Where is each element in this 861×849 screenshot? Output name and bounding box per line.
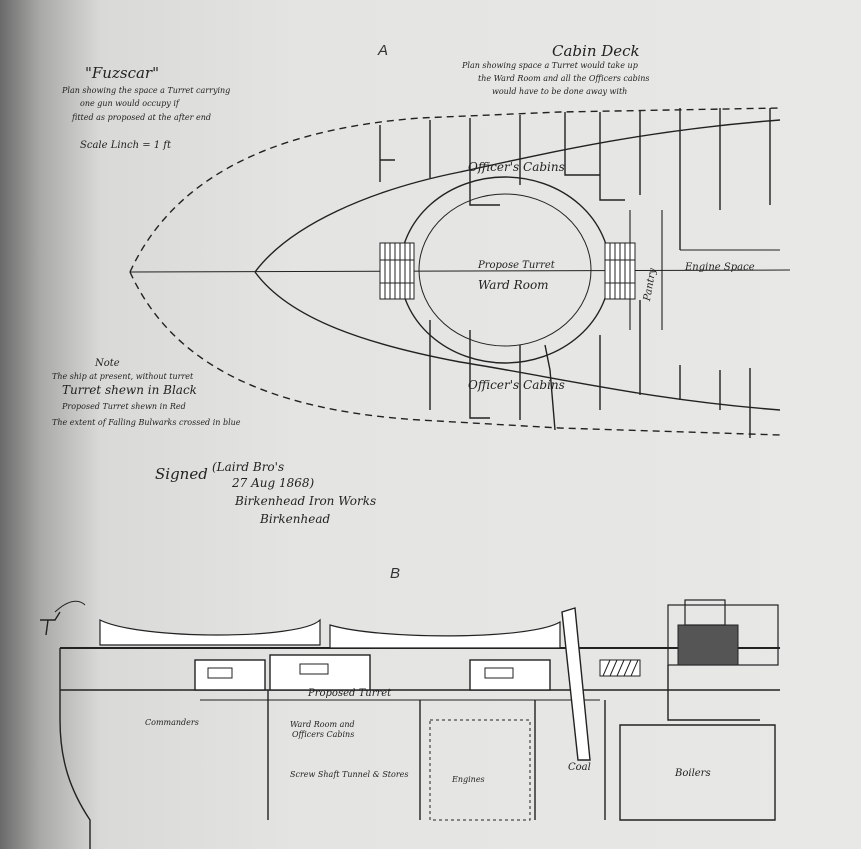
signed-date: 27 Aug 1868) — [232, 476, 315, 490]
cabin-partitions-top — [379, 108, 771, 250]
inner-hull-top — [254, 119, 781, 273]
turret-circle-inner — [418, 193, 592, 347]
gun-hatch-left — [379, 242, 415, 300]
note-line-3: Proposed Turret shewn in Red — [62, 402, 186, 411]
boat-right — [329, 620, 561, 649]
boat-left — [99, 618, 321, 646]
officers-cabins-b: Officers Cabins — [292, 730, 355, 739]
officers-cabins-top: Officer's Cabins — [468, 160, 565, 174]
ward-room-label: Ward Room — [478, 278, 549, 292]
signed-label: Signed — [155, 465, 208, 483]
profile-b — [40, 599, 780, 849]
commanders-label: Commanders — [145, 718, 199, 727]
officers-cabins-bottom: Officer's Cabins — [468, 378, 565, 392]
ward-room-b: Ward Room and — [290, 720, 355, 729]
plan-note-2: one gun would occupy if — [80, 99, 179, 108]
note-line-1: The ship at present, without turret — [52, 372, 194, 381]
proposed-turret-label: Propose Turret — [478, 260, 555, 271]
figure-b-letter: B — [390, 565, 401, 582]
signed-name: (Laird Bro's — [212, 460, 285, 474]
works-line-2: Birkenhead — [260, 512, 331, 526]
screw-shaft-label: Screw Shaft Tunnel & Stores — [290, 770, 409, 779]
gun-hatch-right — [604, 242, 636, 300]
cabin-note-1: Plan showing space a Turret would take u… — [462, 61, 638, 70]
coal-label: Coal — [568, 762, 591, 773]
note-line-4: The extent of Falling Bulwarks crossed i… — [52, 418, 241, 427]
boilers-label: Boilers — [675, 768, 711, 779]
cabin-note-3: would have to be done away with — [492, 87, 628, 96]
cabin-note-2: the Ward Room and all the Officers cabin… — [478, 74, 650, 83]
plan-note-3: fitted as proposed at the after end — [72, 113, 212, 122]
centerline — [129, 269, 791, 273]
engines-label: Engines — [452, 775, 485, 784]
plan-note-1: Plan showing the space a Turret carrying — [62, 86, 231, 95]
note-title: Note — [95, 358, 120, 369]
cabin-deck-title: Cabin Deck — [552, 42, 640, 60]
engine-space-label: Engine Space — [685, 262, 755, 273]
inner-hull-bottom — [254, 271, 781, 411]
figure-a-letter: A — [378, 42, 389, 59]
ship-name: "Fuzscar" — [85, 64, 159, 82]
works-line-1: Birkenhead Iron Works — [235, 494, 377, 508]
hull-outline-top — [129, 107, 781, 273]
deck-plan-a — [129, 107, 791, 438]
scale-note: Scale Linch = 1 ft — [80, 140, 172, 151]
hull-outline-bottom — [129, 271, 781, 436]
note-line-2: Turret shewn in Black — [62, 383, 197, 397]
cabin-partitions-bottom — [429, 300, 751, 438]
proposed-turret-b: Proposed Turret — [308, 688, 392, 699]
